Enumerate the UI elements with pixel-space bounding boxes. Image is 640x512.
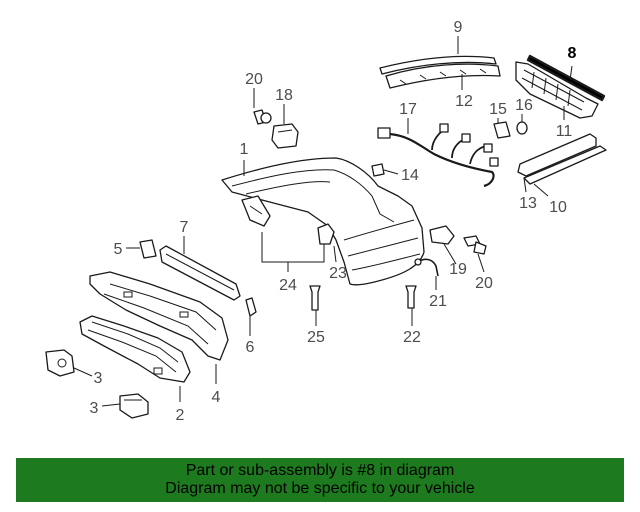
side-trim-part-10[interactable] — [523, 145, 607, 185]
bolt-part-20-upper[interactable] — [253, 109, 272, 125]
callout-4: 4 — [212, 389, 221, 406]
callout-8: 8 — [568, 45, 577, 62]
callout-1: 1 — [240, 141, 249, 158]
callout-18: 18 — [275, 87, 293, 104]
trim-strip-part-12[interactable] — [385, 63, 501, 89]
reinforcement-part-2[interactable] — [79, 315, 191, 383]
pin-part-6[interactable] — [245, 297, 257, 324]
guide-part-23[interactable] — [317, 223, 335, 245]
callout-12: 12 — [455, 93, 473, 110]
callout-5: 5 — [114, 241, 123, 258]
fastener-part-14[interactable] — [371, 163, 385, 177]
bumper-cover-part-1[interactable] — [221, 157, 425, 286]
wiring-harness-part-17[interactable] — [377, 123, 499, 188]
bracket-part-3-lower[interactable] — [119, 393, 149, 419]
push-pin-part-22[interactable] — [405, 285, 417, 309]
leader-lines — [73, 36, 573, 407]
bracket-part-3-upper[interactable] — [45, 349, 75, 377]
upper-bar-part-7[interactable] — [159, 245, 241, 301]
callout-labels: 1 2 3 3 4 5 6 7 8 9 10 11 12 13 14 15 16… — [90, 19, 577, 424]
trim-panel-part-11[interactable] — [515, 61, 599, 119]
side-bracket-part-24[interactable] — [241, 195, 271, 227]
weatherstrip-part-8[interactable] — [526, 54, 606, 102]
callout-7: 7 — [180, 219, 189, 236]
mount-part-19[interactable] — [429, 225, 455, 245]
cap-part-16[interactable] — [516, 121, 528, 135]
callout-20-lower: 20 — [475, 275, 493, 292]
clip-part-5[interactable] — [139, 239, 157, 259]
callout-22: 22 — [403, 329, 421, 346]
trim-strip-part-9[interactable] — [379, 55, 497, 75]
callout-13: 13 — [519, 195, 537, 212]
callout-16: 16 — [515, 97, 533, 114]
callout-3-lower: 3 — [90, 400, 99, 417]
info-banner: Part or sub-assembly is #8 in diagram Di… — [16, 458, 624, 502]
callout-19: 19 — [449, 261, 467, 278]
callout-20-upper: 20 — [245, 71, 263, 88]
callout-14: 14 — [401, 167, 419, 184]
banner-line-part: Part or sub-assembly is #8 in diagram — [185, 462, 455, 479]
callout-9: 9 — [454, 19, 463, 36]
callout-3-upper: 3 — [94, 370, 103, 387]
impact-absorber-part-4[interactable] — [89, 271, 229, 361]
banner-line-disclaimer: Diagram may not be specific to your vehi… — [165, 480, 475, 497]
callout-21: 21 — [429, 293, 447, 310]
molding-part-13[interactable] — [517, 133, 597, 177]
bolt-part-20-lower[interactable] — [463, 235, 487, 255]
callout-6: 6 — [246, 339, 255, 356]
link-part-21[interactable] — [414, 258, 439, 277]
callout-17: 17 — [399, 101, 417, 118]
callout-23: 23 — [329, 265, 347, 282]
callout-10: 10 — [549, 199, 567, 216]
callout-15: 15 — [489, 101, 507, 118]
push-pin-part-25[interactable] — [309, 285, 321, 311]
callout-24: 24 — [279, 277, 297, 294]
callout-2: 2 — [176, 407, 185, 424]
callout-11: 11 — [556, 123, 573, 140]
callout-25: 25 — [307, 329, 325, 346]
grommet-part-15[interactable] — [493, 121, 511, 139]
sensor-bracket-part-18[interactable] — [271, 123, 299, 149]
